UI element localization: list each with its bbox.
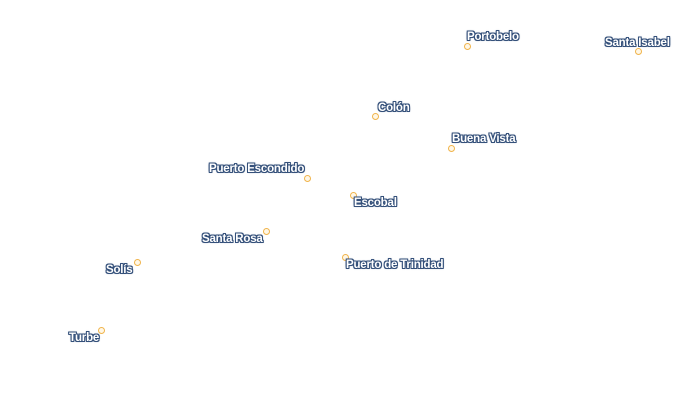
place-label-santa-rosa: Santa Rosa (202, 233, 263, 245)
place-marker-puerto-escondido[interactable] (304, 175, 311, 182)
place-marker-santa-isabel[interactable] (635, 48, 642, 55)
place-marker-escobal[interactable] (350, 192, 357, 199)
place-label-escobal: Escobal (354, 197, 397, 209)
place-marker-colon[interactable] (372, 113, 379, 120)
place-marker-solis[interactable] (134, 259, 141, 266)
place-label-santa-isabel: Santa Isabel (605, 37, 670, 49)
place-marker-turbe[interactable] (98, 327, 105, 334)
place-label-buena-vista: Buena Vista (452, 133, 516, 145)
place-label-portobelo: Portobelo (467, 31, 519, 43)
place-label-turbe: Turbe (69, 332, 100, 344)
place-label-colon: Colón (378, 102, 410, 114)
place-label-puerto-de-trinidad: Puerto de Trinidad (346, 259, 444, 271)
place-marker-santa-rosa[interactable] (263, 228, 270, 235)
place-marker-portobelo[interactable] (464, 43, 471, 50)
place-marker-puerto-de-trinidad[interactable] (342, 254, 349, 261)
place-label-solis: Solís (106, 264, 133, 276)
place-label-puerto-escondido: Puerto Escondido (209, 163, 305, 175)
place-marker-buena-vista[interactable] (448, 145, 455, 152)
